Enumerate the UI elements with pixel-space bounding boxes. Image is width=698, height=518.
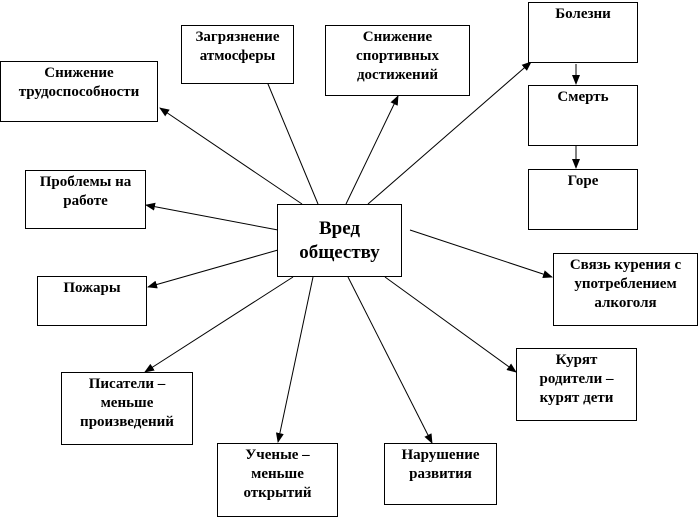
node-air-pollution-label: Загрязнение атмосферы (195, 29, 280, 64)
arrow-to-fires (147, 249, 279, 289)
arrow-to-parents (384, 276, 517, 373)
arrow-to-air-pollution (262, 71, 319, 205)
arrow-to-writers (144, 276, 294, 373)
arrow-to-development (347, 276, 433, 444)
node-alcohol-link-label: Связь курения с употреблением алкоголя (569, 257, 682, 311)
node-fires-label: Пожары (63, 280, 121, 296)
node-writers: Писатели – меньше произведений (61, 372, 193, 445)
node-work-capacity: Снижение трудоспособности (0, 61, 158, 122)
node-work-problems: Проблемы на работе (25, 170, 146, 229)
node-development-label: Нарушение развития (401, 447, 480, 482)
node-scientists: Ученые – меньше открытий (217, 443, 338, 517)
arrow-to-work-problems (145, 202, 279, 231)
node-grief-label: Горе (567, 173, 599, 189)
arrow-to-sports (345, 95, 399, 205)
node-diseases-label: Болезни (555, 6, 611, 22)
node-work-capacity-label: Снижение трудоспособности (18, 65, 140, 100)
node-alcohol-link: Связь курения с употреблением алкоголя (553, 253, 698, 326)
node-work-problems-label: Проблемы на работе (39, 174, 132, 209)
node-parents: Курят родители – курят дети (516, 348, 637, 421)
node-grief: Горе (528, 169, 638, 230)
node-sports-label: Снижение спортивных достижений (356, 29, 439, 83)
node-diseases: Болезни (528, 2, 638, 63)
node-death-label: Смерть (557, 89, 609, 105)
node-development: Нарушение развития (384, 443, 497, 505)
node-fires: Пожары (37, 276, 147, 326)
arrow-to-work-capacity (159, 107, 303, 205)
arrow-to-alcohol-link (409, 229, 553, 278)
node-writers-label: Писатели – меньше произведений (80, 376, 174, 430)
node-parents-label: Курят родители – курят дети (539, 352, 614, 406)
arrow-to-scientists (275, 276, 314, 443)
node-scientists-label: Ученые – меньше открытий (243, 447, 312, 501)
node-sports: Снижение спортивных достижений (325, 25, 470, 96)
node-air-pollution: Загрязнение атмосферы (181, 25, 294, 84)
arrow-to-diseases (367, 61, 532, 205)
node-death: Смерть (528, 85, 638, 146)
node-center: Вред обществу (277, 204, 402, 277)
node-center-label: Вред обществу (299, 217, 380, 263)
